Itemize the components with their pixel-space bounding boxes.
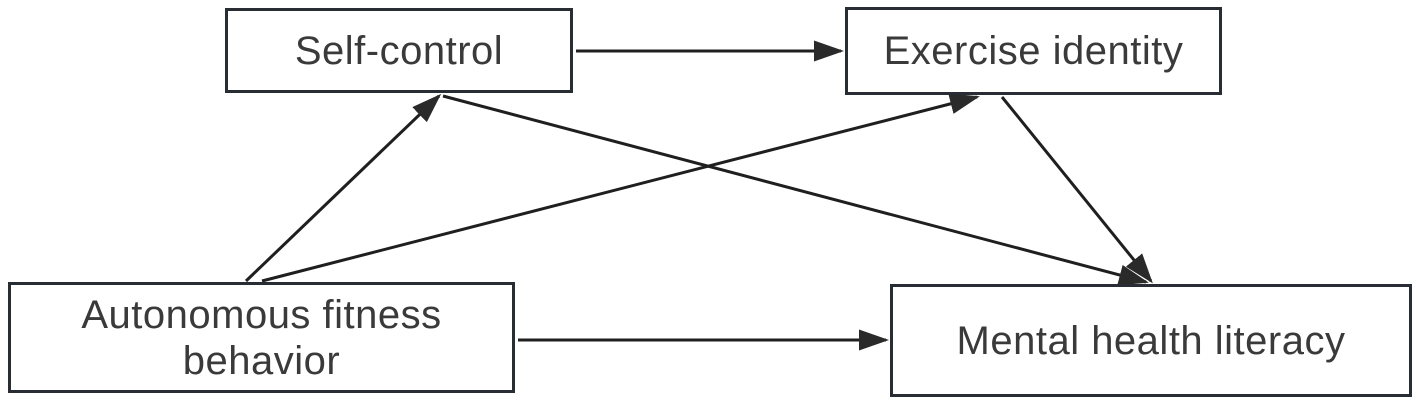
node-mental-health-literacy-label: Mental health literacy (956, 318, 1346, 363)
node-autonomous-fitness-behavior-label: Autonomous fitness behavior (81, 292, 442, 383)
edge-autonomous-fitness-behavior-to-exercise-identity (261, 93, 980, 283)
edge-self-control-to-mental-health-literacy (442, 94, 1149, 286)
edge-autonomous-fitness-behavior-to-self-control (244, 93, 442, 283)
edge-exercise-identity-to-mental-health-literacy (1000, 96, 1153, 284)
node-self-control: Self-control (225, 8, 573, 93)
node-self-control-label: Self-control (294, 28, 504, 73)
node-mental-health-literacy: Mental health literacy (890, 284, 1412, 397)
node-exercise-identity: Exercise identity (845, 7, 1222, 95)
node-autonomous-fitness-behavior: Autonomous fitness behavior (8, 282, 515, 393)
node-exercise-identity-label: Exercise identity (883, 29, 1184, 73)
